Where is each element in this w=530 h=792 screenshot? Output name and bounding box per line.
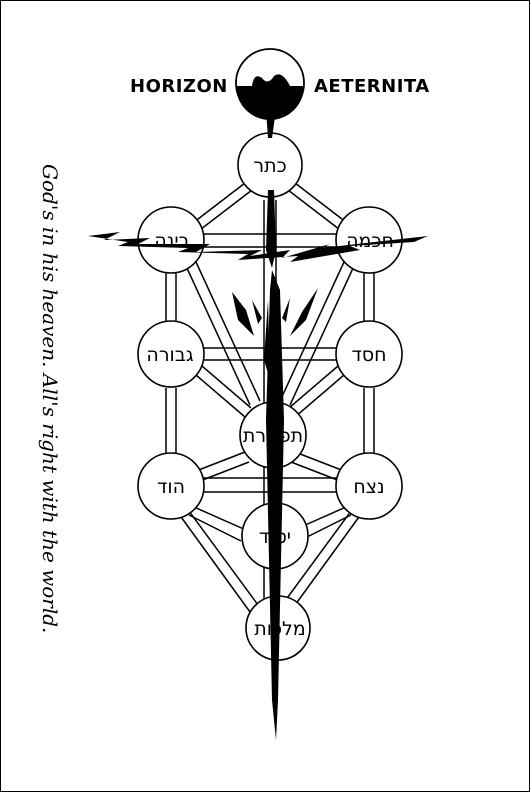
path-gevurah-tiferet-inner <box>201 365 252 409</box>
keter-label: כתר <box>253 155 286 177</box>
path-netzach-malkuth-inner <box>281 506 355 606</box>
path-chesed-tiferet <box>294 374 345 418</box>
path-binah-tiferet <box>185 265 251 406</box>
horizon-globe <box>235 48 305 120</box>
path-chesed-tiferet-inner <box>288 365 339 409</box>
path-netzach-malkuth <box>289 509 365 613</box>
path-gevurah-tiferet <box>195 374 246 418</box>
path-hod-yesod <box>193 506 247 531</box>
heading-horizon: HORIZON <box>130 76 228 97</box>
chokmah-label: חכמה <box>346 230 394 252</box>
path-hod-malkuth-inner <box>185 506 259 606</box>
path-binah-tiferet-inner <box>195 261 261 402</box>
lightning-flash <box>88 110 428 740</box>
heading-aeternita: AETERNITA <box>314 76 430 97</box>
hod-label: הוד <box>157 476 185 498</box>
motto-text: God's in his heaven. All's right with th… <box>38 164 62 634</box>
sephirot-circles <box>137 132 403 661</box>
path-tiferet-hod <box>195 451 246 472</box>
path-chokmah-tiferet-inner <box>279 261 345 402</box>
netzach-label: נצח <box>353 476 384 498</box>
binah-label: בינה <box>154 230 189 252</box>
netzach-circle <box>335 452 403 520</box>
hod-circle <box>137 452 205 520</box>
chesed-circle <box>335 320 403 388</box>
path-hod-malkuth <box>175 509 251 613</box>
malkuth-label: מלכות <box>254 618 305 640</box>
path-tiferet-netzach <box>294 451 345 472</box>
chesed-label: חסד <box>351 344 386 366</box>
path-hod-yesod-inner <box>188 514 242 542</box>
gevurah-circle <box>137 320 205 388</box>
gevurah-label: גבורה <box>146 344 193 366</box>
path-chokmah-tiferet <box>289 265 355 406</box>
